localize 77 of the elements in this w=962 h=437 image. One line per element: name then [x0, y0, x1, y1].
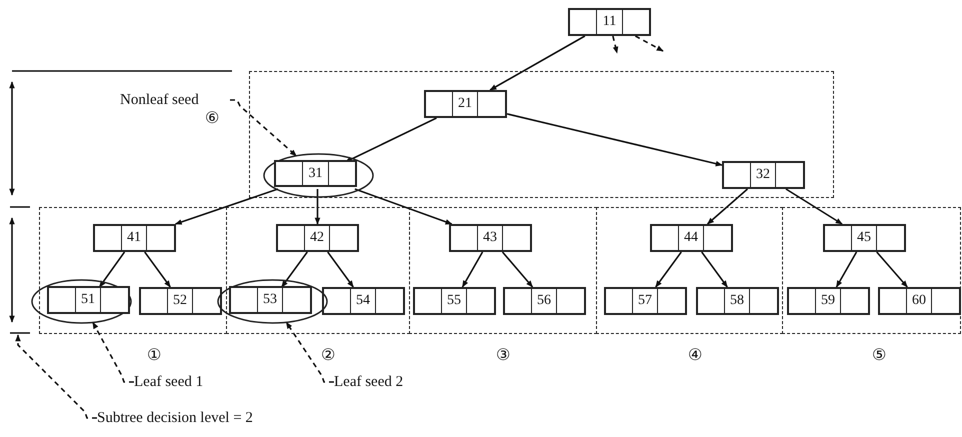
btree-node [46, 286, 130, 314]
key-value: 31 [302, 162, 329, 185]
btree-node [696, 286, 778, 314]
btree-node [412, 286, 496, 314]
arrow [506, 113, 723, 166]
key-value: 42 [304, 226, 330, 250]
region-number: ④ [688, 347, 702, 365]
arrow [786, 188, 843, 225]
key-value: 21 [452, 92, 478, 116]
key-value: 56 [530, 288, 558, 312]
arrow [489, 35, 586, 91]
key-value: 55 [440, 288, 468, 312]
arrow [655, 252, 682, 288]
arrow [344, 117, 437, 163]
arrow [314, 189, 320, 225]
arrow [98, 252, 126, 288]
btree-node [650, 224, 732, 252]
leader-line [15, 334, 97, 419]
btree-node [878, 286, 960, 314]
region-number: ② [321, 347, 335, 365]
arrow [612, 36, 618, 54]
annotation-text: Subtree decision level = 2 [97, 408, 307, 428]
btree-node [722, 160, 804, 188]
btree-node [502, 286, 586, 314]
region-number: ⑥ [205, 110, 219, 128]
region-number: ③ [496, 347, 510, 365]
key-value: 57 [632, 288, 658, 312]
arrow [327, 252, 354, 288]
key-value: 41 [120, 226, 148, 250]
subtree-region [249, 71, 834, 198]
arrow [836, 252, 858, 288]
key-value: 60 [906, 288, 932, 312]
key-value: 45 [850, 226, 878, 250]
leader-line [230, 99, 297, 156]
btree-node [274, 160, 357, 187]
btree-node [822, 224, 906, 252]
seed-ellipse [262, 152, 374, 198]
key-value: 52 [166, 288, 194, 312]
btree-node [448, 224, 532, 252]
arrow [502, 251, 534, 288]
key-value: 53 [256, 288, 284, 312]
key-value: 54 [350, 288, 376, 312]
btree-node [228, 286, 312, 314]
key-value: 44 [678, 226, 704, 250]
arrow [462, 252, 484, 288]
btree-node [786, 286, 870, 314]
annotation-text: Nonleaf seed [120, 90, 230, 110]
subtree-region [596, 207, 783, 334]
arrow [701, 252, 728, 288]
arrow [281, 252, 308, 288]
region-number: ① [147, 347, 161, 365]
key-value: 32 [750, 162, 776, 186]
arrow [144, 252, 171, 288]
btree-node [424, 90, 506, 118]
annotation-text: Leaf seed 1 [134, 372, 234, 392]
key-value: 59 [814, 288, 842, 312]
btree-node [568, 8, 651, 36]
btree-node [322, 286, 404, 314]
key-value: 43 [476, 226, 504, 250]
arrow [706, 188, 748, 225]
annotation-text: Leaf seed 2 [334, 372, 434, 392]
region-number: ⑤ [872, 347, 886, 365]
btree-node [138, 286, 222, 314]
key-value: 58 [724, 288, 750, 312]
key-value: 51 [74, 288, 102, 312]
seed-ellipse [217, 279, 328, 324]
leader-line [92, 322, 134, 383]
btree-node [604, 286, 686, 314]
arrow [634, 35, 664, 52]
subtree-region [409, 207, 597, 334]
leader-line [286, 322, 334, 383]
btree-node [92, 224, 176, 252]
seed-ellipse [31, 279, 132, 324]
arrow [876, 251, 908, 288]
subtree-region [782, 207, 961, 334]
key-value: 11 [596, 10, 623, 34]
btree-node [276, 224, 358, 252]
